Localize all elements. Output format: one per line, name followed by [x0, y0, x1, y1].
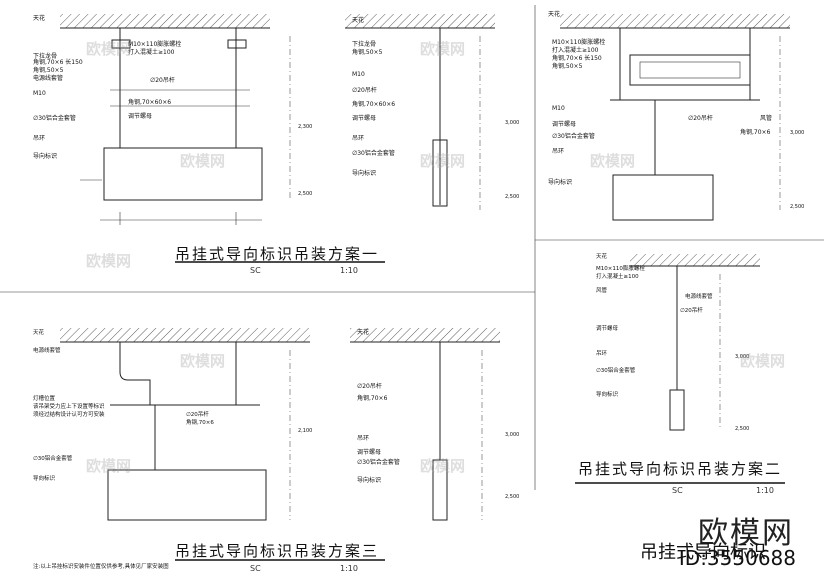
panel-1-scale-right: 1:10 — [340, 266, 358, 275]
panel-3-scale-right: 1:10 — [340, 564, 358, 573]
p4-label: M10×110膨胀螺栓 — [596, 264, 645, 272]
p1-right-label: 角钢,50×5 — [352, 48, 383, 56]
p3-label: ∅30铝合金套管 — [33, 454, 73, 462]
p3-label: 灯槽位置 — [33, 394, 56, 402]
p1-label: 调节螺母 — [128, 112, 152, 120]
p4-label: ∅20吊杆 — [680, 306, 703, 314]
p3-label: 须经过结构设计认可方可安装 — [33, 410, 105, 418]
p1-label: 吊环 — [33, 135, 45, 142]
p1-dim-label: 2,300 — [298, 124, 312, 130]
duct — [629, 54, 751, 86]
p3-right-label: ∅30铝合金套管 — [357, 458, 400, 466]
p1-label: 角钢,70×6 长150 — [33, 58, 83, 66]
panel-2 — [560, 14, 790, 221]
p1-label: 下拉龙骨 — [33, 52, 57, 60]
p1-right-label: ∅20吊杆 — [352, 86, 377, 94]
p3-dim-label: 2,100 — [298, 428, 312, 434]
p1-label: ∅30铝合金套管 — [33, 114, 76, 122]
p1-label: M10 — [33, 90, 46, 97]
p3-right-label: 角钢,70×6 — [357, 394, 388, 402]
p3-label: 导向标识 — [33, 474, 56, 482]
p1-right-label: 调节螺母 — [352, 114, 376, 122]
p4-label: 吊环 — [596, 350, 608, 357]
p3-right-label: 天花 — [357, 328, 369, 336]
panel-3-title: 吊挂式导向标识吊装方案三 — [175, 542, 380, 560]
p3-label: 注:以上吊挂标识安装件位置仅供参考,具体见厂家安装图 — [33, 562, 169, 570]
panel-2-scale-left: SC — [672, 486, 683, 495]
p4-label: 风管 — [596, 286, 608, 294]
brand-logo-text: 欧模网 — [698, 516, 794, 551]
p1-dim-label: 3,000 — [505, 120, 519, 126]
p2-label: ∅20吊杆 — [688, 114, 713, 122]
p1-label: 天花 — [33, 14, 45, 22]
p2-dim-label: 3,000 — [790, 130, 804, 136]
p4-dim-label: 2,500 — [735, 426, 749, 432]
p3-label: 天花 — [33, 328, 45, 336]
p1-dim-label: 2,500 — [298, 191, 312, 197]
p1-right-label: 导向标识 — [352, 169, 376, 177]
p2-label: M10 — [552, 105, 565, 112]
p3-dim-label: 2,500 — [505, 494, 519, 500]
panel-4 — [575, 254, 785, 484]
p1-right-label: M10 — [352, 71, 365, 78]
panel-3 — [60, 328, 500, 561]
p1-dim-label: 2,500 — [505, 194, 519, 200]
p3-dim-label: 3,000 — [505, 432, 519, 438]
p4-label: 电源线套管 — [685, 292, 713, 300]
panel-1-scale-left: SC — [250, 266, 261, 275]
p3-right-label: ∅20吊杆 — [357, 382, 382, 390]
p1-label: 电源线套管 — [33, 74, 63, 82]
sign-box-2 — [612, 174, 714, 221]
p2-label: M10×110膨胀螺栓 — [552, 38, 605, 46]
p1-right-label: 角钢,70×60×6 — [352, 100, 395, 108]
p2-dim-label: 2,500 — [790, 204, 804, 210]
p4-label: ∅30铝合金套管 — [596, 366, 636, 374]
p2-label: 风管 — [760, 114, 772, 122]
p1-label: ∅20吊杆 — [150, 76, 175, 84]
p2-label: 调节螺母 — [552, 120, 576, 128]
p4-label: 导向标识 — [596, 390, 619, 398]
p4-label: 调节螺母 — [596, 324, 619, 332]
p3-label: 角钢,70×6 — [186, 418, 214, 426]
p3-label: ∅20吊杆 — [186, 410, 209, 418]
panel-1 — [60, 14, 495, 263]
bottom-caption: 吊挂式导向标识 — [640, 542, 766, 563]
panel-2-title: 吊挂式导向标识吊装方案二 — [578, 460, 783, 478]
p1-right-label: 天花 — [352, 16, 364, 24]
p3-label: 该吊架受力应上下设置等标识 — [33, 402, 105, 410]
p1-label: 打入混凝土≥100 — [128, 48, 175, 56]
p3-label: 电源线套管 — [33, 346, 61, 354]
p1-right-label: 下拉龙骨 — [352, 40, 376, 48]
p2-label: 角钢,50×5 — [552, 62, 583, 70]
p2-label: 导向标识 — [548, 178, 572, 186]
p4-label: 天花 — [596, 252, 608, 260]
p1-label: 角钢,70×60×6 — [128, 98, 171, 106]
p2-label: 天花 — [548, 10, 560, 18]
p2-label: 角钢,70×6 长150 — [552, 54, 602, 62]
p1-right-label: 吊环 — [352, 135, 364, 142]
p4-dim-label: 3,000 — [735, 354, 749, 360]
ceiling-hatch — [60, 14, 270, 28]
sign-box-3 — [107, 469, 267, 521]
p1-right-label: ∅30铝合金套管 — [352, 149, 395, 157]
sign-box — [103, 147, 263, 201]
p4-label: 打入混凝土≥100 — [596, 272, 639, 280]
p2-label: 打入混凝土≥100 — [552, 46, 599, 54]
p3-right-label: 导向标识 — [357, 476, 381, 484]
p3-right-label: 调节螺母 — [357, 448, 381, 456]
panel-3-scale-left: SC — [250, 564, 261, 573]
p2-label: ∅30铝合金套管 — [552, 132, 595, 140]
p3-right-label: 吊环 — [357, 435, 369, 442]
p2-label: 角钢,70×6 — [740, 128, 771, 136]
p2-label: 吊环 — [552, 148, 564, 155]
asset-id: ID:3550688 — [678, 546, 796, 570]
p1-label: 角钢,50×5 — [33, 66, 64, 74]
p1-label: M10×110膨胀螺栓 — [128, 40, 181, 48]
panel-2-scale-right: 1:10 — [756, 486, 774, 495]
panel-1-title: 吊挂式导向标识吊装方案一 — [175, 245, 380, 263]
p1-label: 导向标识 — [33, 152, 57, 160]
